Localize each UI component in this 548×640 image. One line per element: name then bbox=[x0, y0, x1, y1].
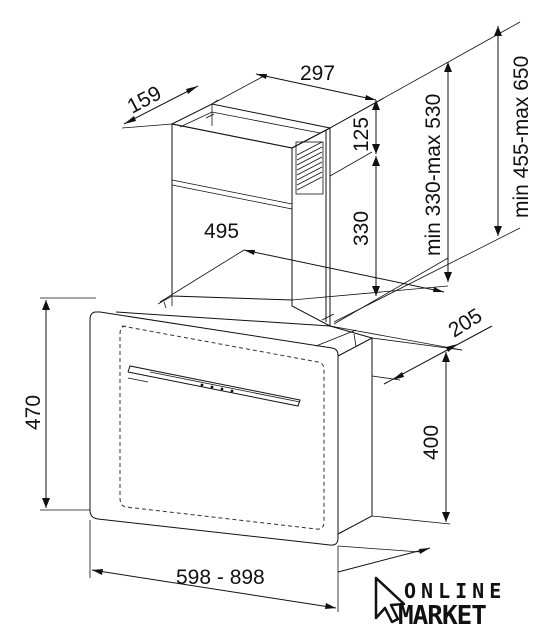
online-market-logo: ONLINE MARKET bbox=[374, 576, 506, 631]
dim-598-898: 598 - 898 bbox=[176, 566, 265, 589]
cursor-icon bbox=[374, 576, 406, 624]
logo-line-market: MARKET bbox=[398, 601, 486, 631]
hood-body bbox=[89, 311, 373, 546]
dim-205: 205 bbox=[444, 304, 486, 342]
dim-470: 470 bbox=[22, 395, 45, 430]
dim-125: 125 bbox=[350, 117, 373, 152]
dim-297: 297 bbox=[300, 62, 335, 85]
logo-line-online: ONLINE bbox=[404, 579, 506, 603]
dim-330: 330 bbox=[350, 211, 373, 246]
dimension-lines bbox=[42, 26, 502, 609]
chimney bbox=[157, 103, 335, 327]
dim-330-530: min 330-max 530 bbox=[422, 94, 445, 256]
dim-495: 495 bbox=[204, 220, 239, 243]
chimney-vent-slots bbox=[295, 141, 324, 195]
extension-lines bbox=[40, 21, 521, 612]
dim-400: 400 bbox=[420, 425, 443, 460]
dim-455-650: min 455-max 650 bbox=[510, 56, 533, 218]
dim-159: 159 bbox=[124, 82, 166, 119]
